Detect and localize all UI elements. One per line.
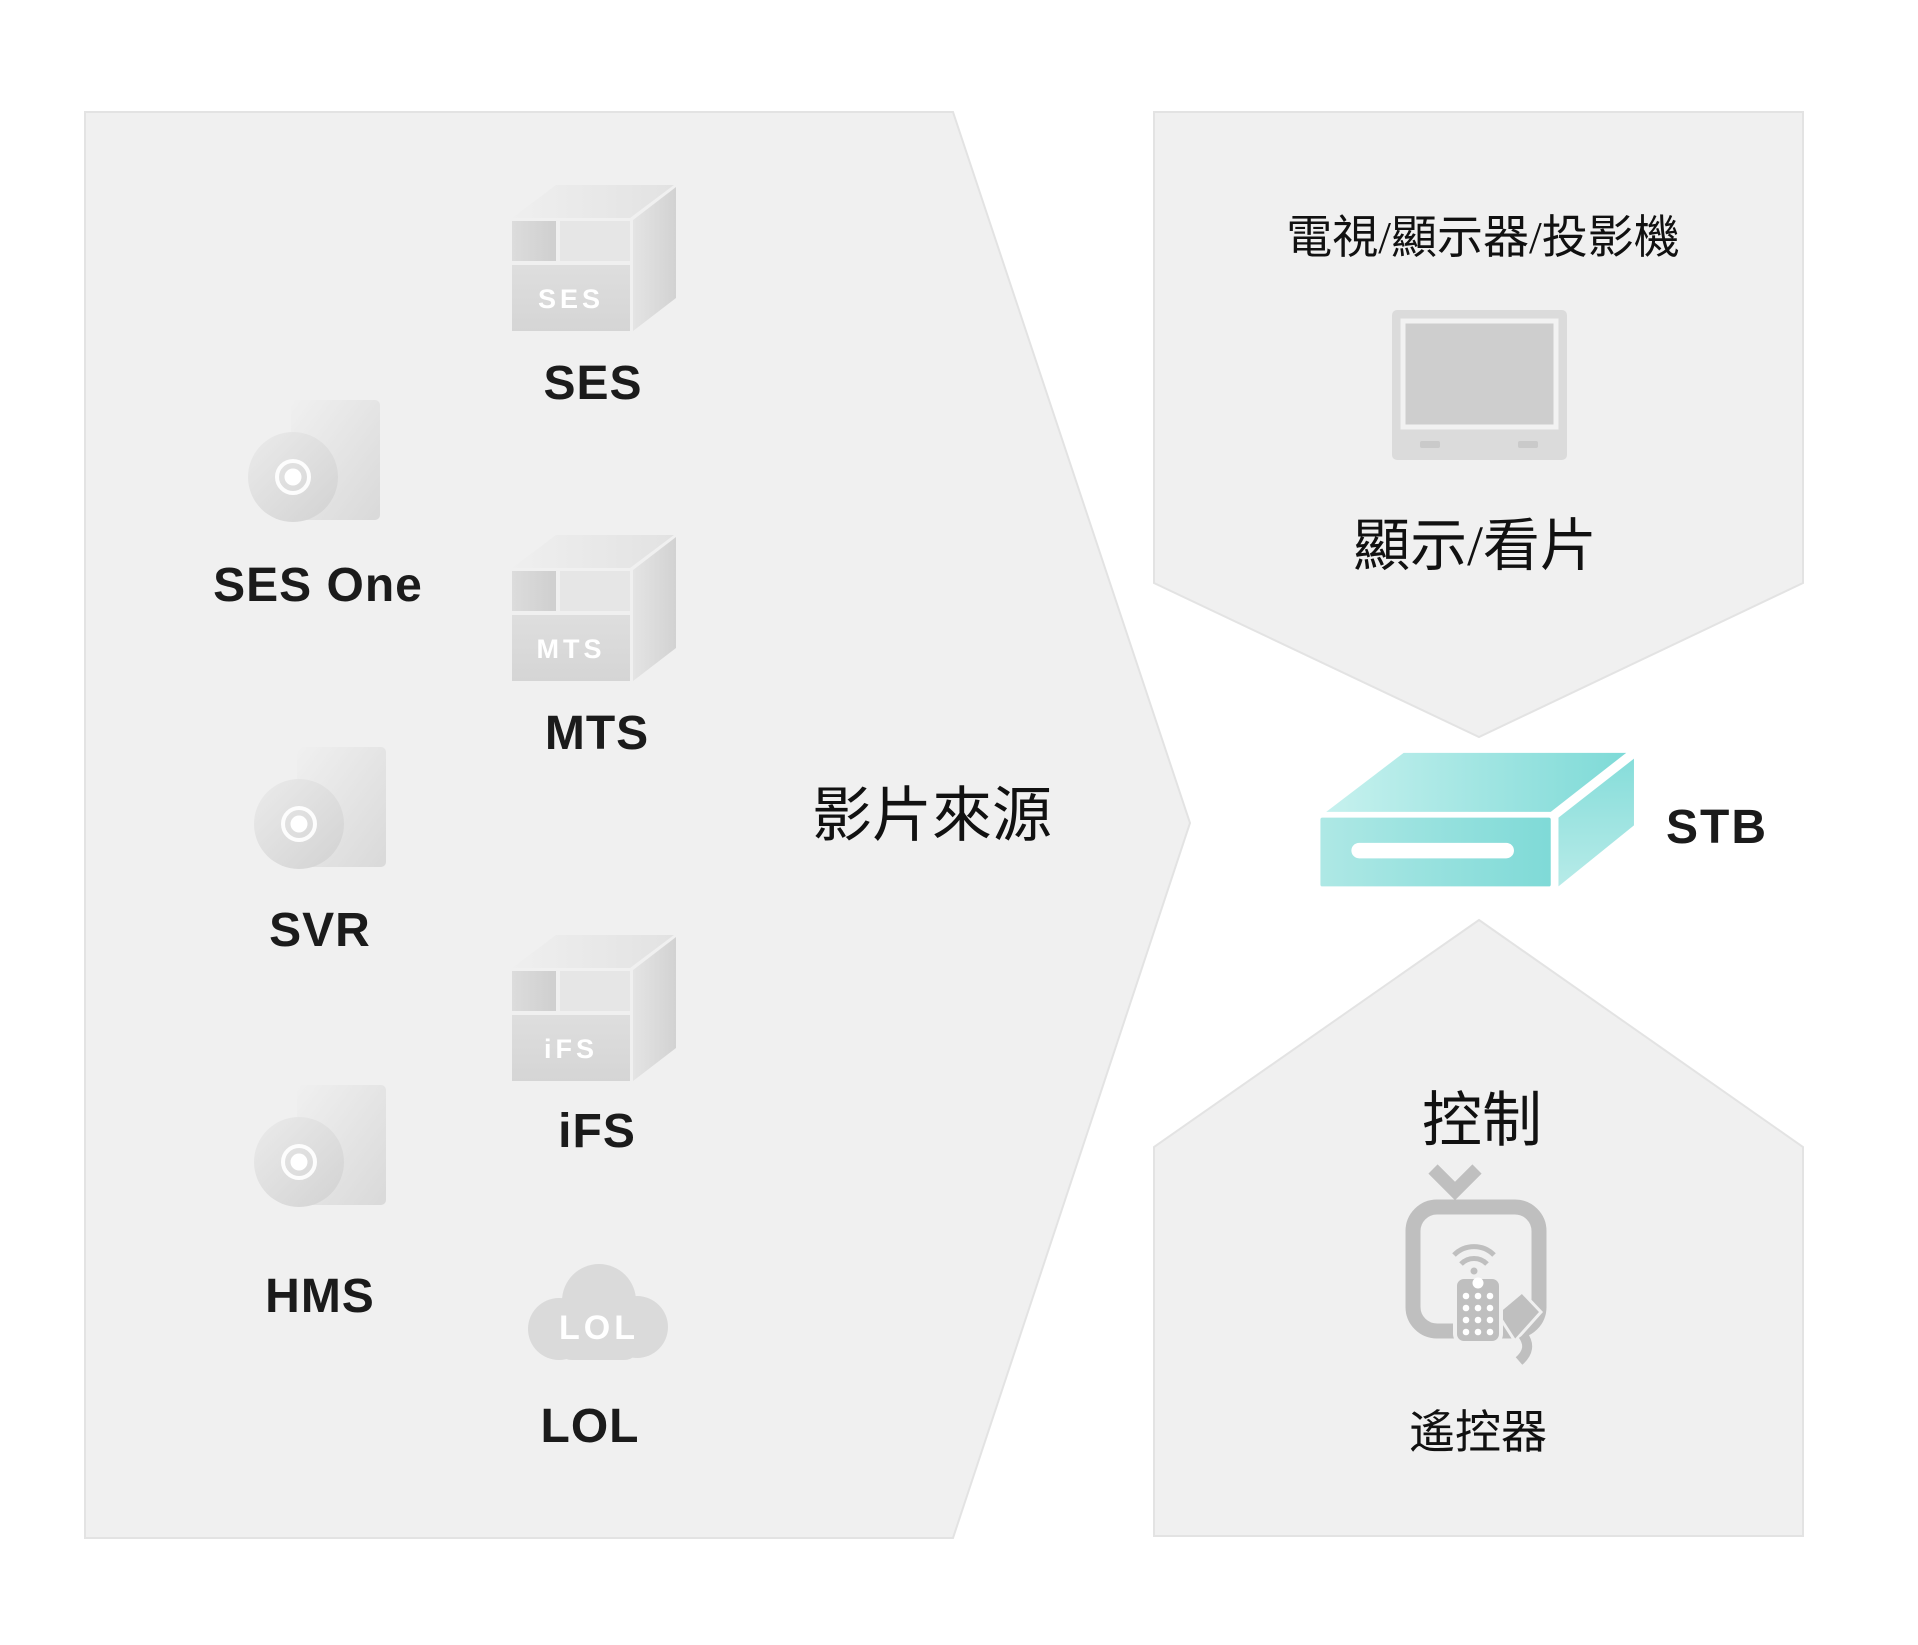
source-label-svr: SVR [269,904,371,957]
display-caption: 顯示/看片 [1353,515,1597,578]
source-label-lol: LOL [540,1400,640,1453]
stb-label: STB [1666,801,1768,854]
server-box-text: MTS [537,634,606,664]
source-label-hms: HMS [265,1270,375,1323]
stb-slot [1351,842,1514,859]
source-label-ses: SES [543,357,643,410]
display-device-line: 電視/顯示器/投影機 [1286,212,1680,263]
control-title: 控制 [1422,1088,1542,1154]
control-pentagon-shape [1153,918,1804,1537]
sources-panel-title: 影片來源 [812,783,1052,849]
monitor-icon [1392,310,1567,460]
software-disc-icon [248,400,380,522]
tv-remote-icon [1405,1164,1547,1365]
source-label-ifs: iFS [558,1105,636,1158]
cloud-icon: LOL [528,1264,668,1360]
server-box-icon: iFS [512,935,676,1081]
software-disc-icon [254,1085,386,1207]
source-label-mts: MTS [544,707,650,760]
server-box-icon: SES [512,185,676,331]
cloud-text: LOL [559,1309,639,1347]
control-caption: 遙控器 [1409,1407,1547,1458]
server-box-text: iFS [544,1034,598,1064]
software-disc-icon [254,747,386,869]
server-box-icon: MTS [512,535,676,681]
set-top-box-icon [1320,752,1634,887]
server-box-text: SES [538,284,604,314]
source-label-ses-one: SES One [213,559,423,612]
